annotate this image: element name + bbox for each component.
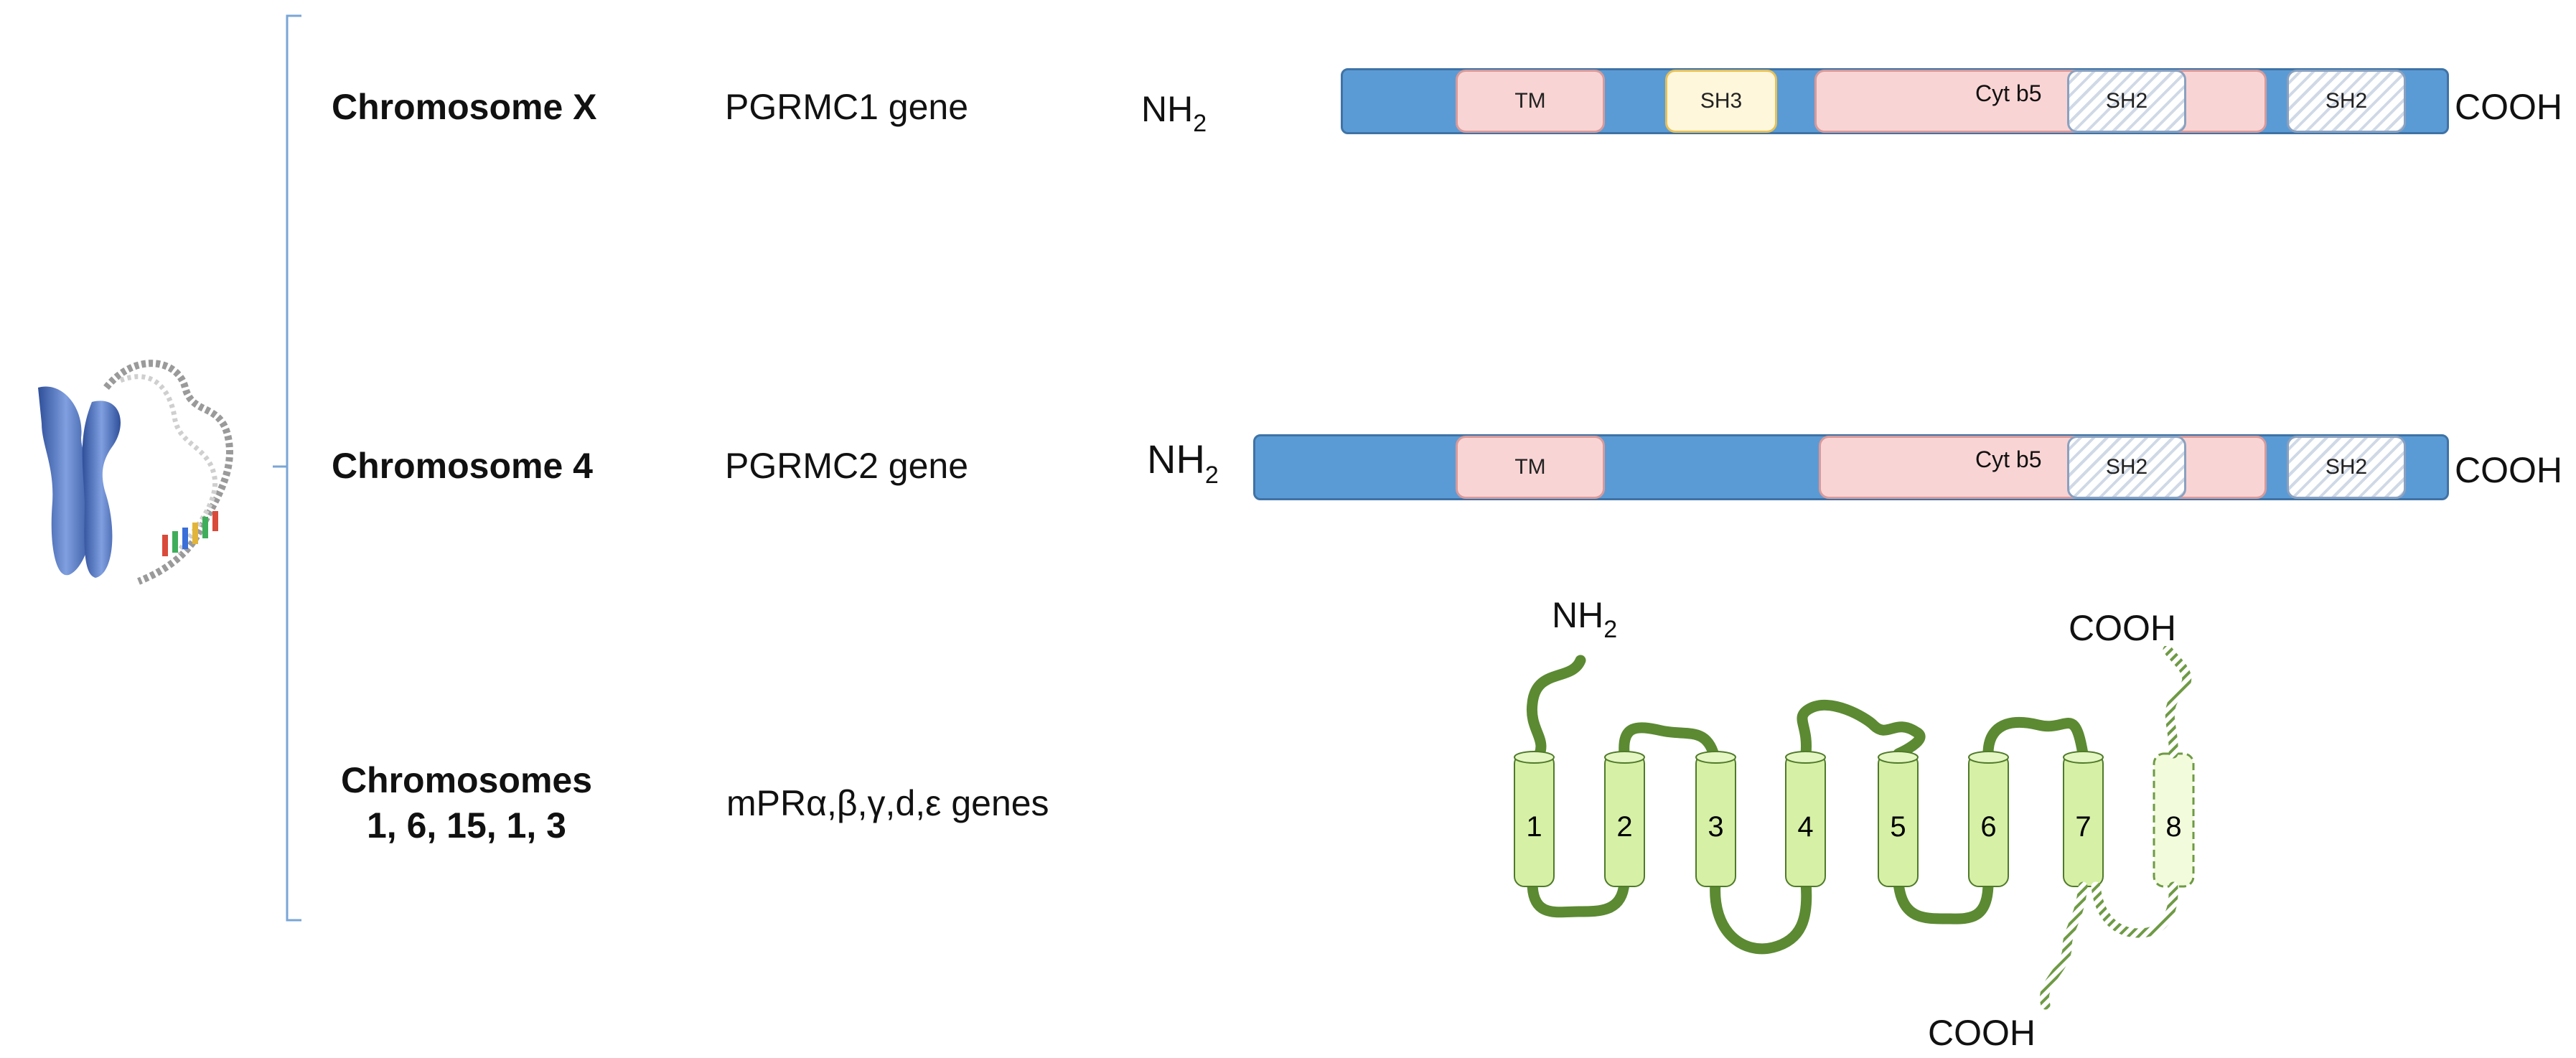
pgrmc1-sh2-domain-b: SH2 <box>2287 70 2406 133</box>
pgrmc1-c-terminus: COOH <box>2455 87 2562 127</box>
helix-1: 1 <box>1514 751 1555 887</box>
helix-6-label: 6 <box>1980 811 1996 843</box>
helix-5-label: 5 <box>1890 811 1906 843</box>
chromosome-dna-icon <box>38 360 233 585</box>
n-terminus-subscript: 2 <box>1204 462 1219 489</box>
pgrmc1-n-terminus: NH2 <box>1141 89 1207 136</box>
helix-2: 2 <box>1604 751 1645 887</box>
mpr-helices: 1 2 3 4 5 <box>1514 751 2195 888</box>
n-terminus-subscript: 2 <box>1603 616 1618 643</box>
n-terminus-text: NH <box>1552 595 1604 635</box>
helix-7: 7 <box>2063 751 2104 887</box>
mpr-alternate-termini <box>2039 646 2192 1010</box>
pgrmc2-n-terminus: NH2 <box>1147 436 1219 488</box>
mpr-loops <box>1526 655 2089 955</box>
pgrmc1-gene-label: PGRMC1 gene <box>725 87 969 127</box>
mpr-genes-label: mPRα,β,γ,d,ε genes <box>726 783 1049 823</box>
pgrmc1-sh3-domain: SH3 <box>1665 70 1777 133</box>
pgrmc2-cytb5-label: Cyt b5 <box>1975 446 2042 472</box>
helix-4: 4 <box>1785 751 1826 887</box>
pgrmc1-tm-domain: TM <box>1456 70 1605 133</box>
pgrmc2-tm-domain: TM <box>1456 436 1605 499</box>
helix-6: 6 <box>1968 751 2009 887</box>
chromosomes-line2: 1, 6, 15, 1, 3 <box>367 805 566 846</box>
pgrmc1-cytb5-label: Cyt b5 <box>1975 80 2042 106</box>
bracket <box>273 14 301 922</box>
mpr-c-terminus-top: COOH <box>2069 608 2176 648</box>
helix-3: 3 <box>1695 751 1736 887</box>
helix-3-label: 3 <box>1708 811 1723 843</box>
pgrmc1-sh2-domain-a: SH2 <box>2067 70 2186 133</box>
n-terminus-text: NH <box>1147 436 1205 482</box>
chromosomes-label: Chromosomes 1, 6, 15, 1, 3 <box>316 758 617 848</box>
mpr-n-terminus: NH2 <box>1552 595 1617 642</box>
helix-8: 8 <box>2153 752 2195 888</box>
pgrmc2-sh2-domain-b: SH2 <box>2287 436 2406 499</box>
chromosomes-line1: Chromosomes <box>340 760 593 800</box>
n-terminus-subscript: 2 <box>1193 110 1207 137</box>
helix-7-label: 7 <box>2075 811 2091 843</box>
chromosome-x-label: Chromosome X <box>332 87 597 127</box>
helix-1-label: 1 <box>1526 811 1542 843</box>
pgrmc1-cytb5-domain <box>1814 70 2267 133</box>
chromosome-4-label: Chromosome 4 <box>332 446 593 486</box>
helix-4-label: 4 <box>1797 811 1813 843</box>
pgrmc2-c-terminus: COOH <box>2455 450 2562 490</box>
pgrmc2-cytb5-domain <box>1819 436 2267 499</box>
helix-8-label: 8 <box>2165 811 2181 843</box>
pgrmc2-sh2-domain-a: SH2 <box>2067 436 2186 499</box>
mpr-c-terminus-bottom: COOH <box>1928 1013 2036 1053</box>
n-terminus-text: NH <box>1141 89 1194 129</box>
mpr-protein-diagram: 1 2 3 4 5 <box>1514 646 2195 1010</box>
helix-2-label: 2 <box>1616 811 1632 843</box>
pgrmc2-gene-label: PGRMC2 gene <box>725 446 969 486</box>
helix-5: 5 <box>1878 751 1919 887</box>
